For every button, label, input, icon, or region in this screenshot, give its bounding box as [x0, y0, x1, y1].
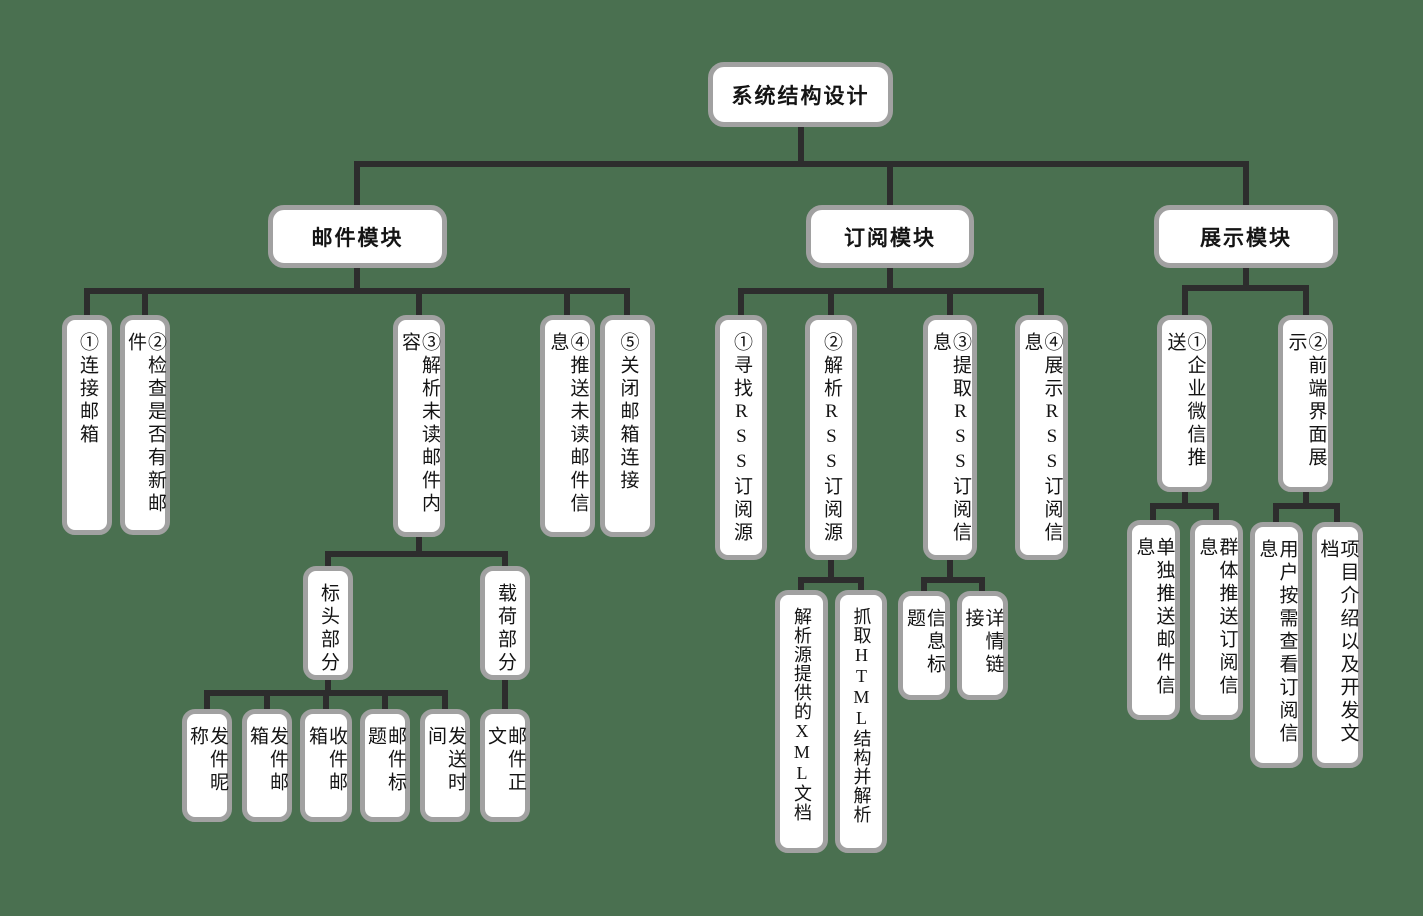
node-recipient-mailbox: 收件邮箱	[300, 709, 352, 822]
connector-extract-rss-to-fields	[921, 558, 985, 594]
node-sender-nickname: 发件昵称	[182, 709, 232, 822]
node-group-push-subscription-info: 群体推送订阅信息	[1190, 520, 1243, 720]
node-mail-step-close: ⑤关闭邮箱连接	[600, 315, 655, 537]
node-grab-html-structure: 抓取HTML结构并解析	[835, 590, 887, 853]
node-display-frontend-ui: ②前端界面展示	[1278, 315, 1333, 492]
node-root-system-structure: 系统结构设计	[708, 62, 893, 127]
node-mail-step-parse-unread: ③解析未读邮件内容	[393, 315, 445, 537]
node-info-title: 信息标题	[898, 591, 950, 700]
connector-wechat-to-children	[1150, 490, 1219, 523]
node-mail-step-push-unread: ④推送未读邮件信息	[540, 315, 595, 537]
node-payload-part: 载荷部分	[480, 566, 530, 680]
mail-module-label: 邮件模块	[311, 225, 404, 250]
connector-header-to-fields	[204, 678, 448, 711]
node-header-part: 标头部分	[303, 566, 353, 680]
node-detail-link: 详情链接	[957, 591, 1008, 700]
connector-root-to-modules	[354, 125, 1249, 207]
node-send-time: 发送时间	[420, 709, 470, 822]
node-subscription-step-find-rss: ①寻找RSS订阅源	[715, 315, 767, 560]
node-subscription-step-parse-rss: ②解析RSS订阅源	[805, 315, 857, 560]
connector-parse-to-parts	[325, 535, 508, 568]
node-display-module: 展示模块	[1154, 205, 1338, 268]
node-subscription-step-extract-rss: ③提取RSS订阅信息	[923, 315, 977, 560]
node-user-on-demand-view: 用户按需查看订阅信息	[1250, 522, 1303, 768]
node-subscription-module: 订阅模块	[806, 205, 974, 268]
node-mail-step-check-new: ②检查是否有新邮件	[120, 315, 170, 535]
node-project-intro-dev-docs: 项目介绍以及开发文档	[1312, 522, 1363, 768]
node-mail-body: 邮件正文	[480, 709, 530, 822]
connector-display-to-children	[1182, 266, 1309, 317]
display-module-label: 展示模块	[1200, 225, 1292, 250]
node-root-label: 系统结构设计	[731, 83, 870, 108]
connector-subscription-to-steps	[738, 266, 1044, 317]
node-sender-mailbox: 发件邮箱	[242, 709, 292, 822]
subscription-module-label: 订阅模块	[844, 225, 936, 250]
node-mail-subject: 邮件标题	[360, 709, 410, 822]
node-display-wechat-push: ①企业微信推送	[1157, 315, 1212, 492]
connector-parse-rss-to-methods	[798, 558, 864, 593]
connector-mail-to-steps	[84, 266, 630, 317]
node-single-push-mail-info: 单独推送邮件信息	[1127, 520, 1180, 720]
node-mail-step-connect: ①连接邮箱	[62, 315, 112, 535]
node-mail-module: 邮件模块	[268, 205, 447, 268]
node-subscription-step-show-rss: ④展示RSS订阅信息	[1015, 315, 1068, 560]
connector-frontend-to-children	[1273, 490, 1340, 525]
node-parse-xml-document: 解析源提供的XML文档	[775, 590, 828, 853]
